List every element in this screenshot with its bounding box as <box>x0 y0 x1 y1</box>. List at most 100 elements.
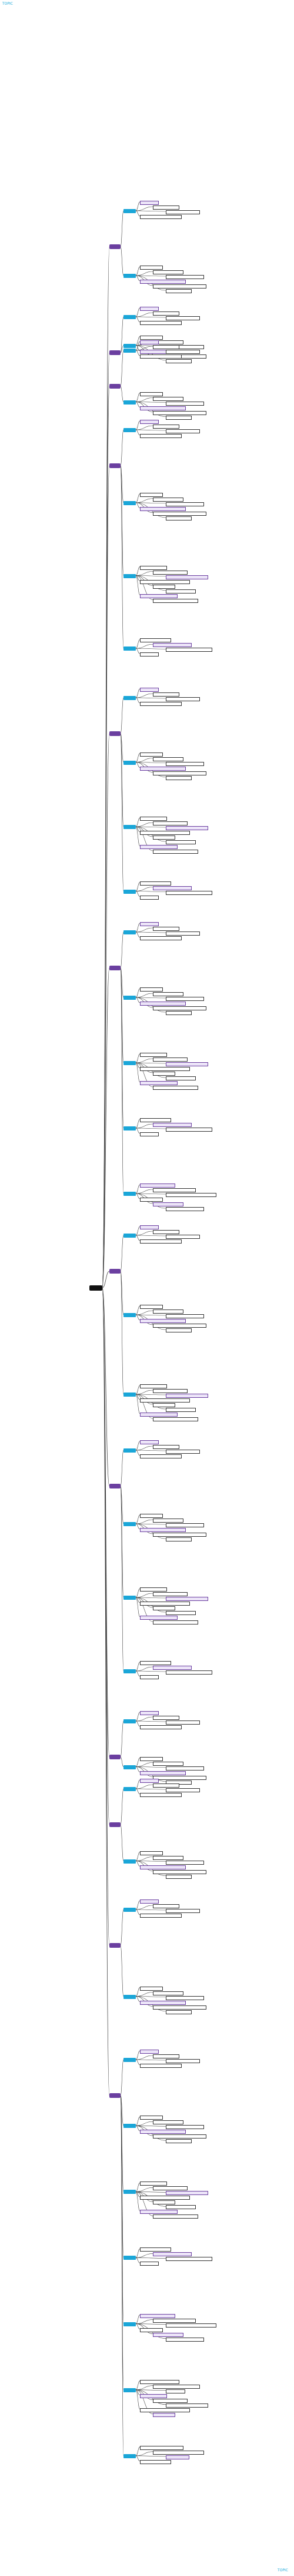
branch-node[interactable] <box>109 463 121 468</box>
leaf-node[interactable] <box>140 201 159 205</box>
leaf-node[interactable] <box>140 895 159 900</box>
leaf-node[interactable] <box>140 1661 171 1665</box>
leaf-node[interactable] <box>140 1865 186 1869</box>
leaf-node[interactable] <box>153 1519 183 1523</box>
subtopic-node[interactable] <box>123 1192 136 1196</box>
subtopic-node[interactable] <box>123 1719 136 1723</box>
leaf-node[interactable] <box>166 1995 204 2000</box>
leaf-node[interactable] <box>140 2459 171 2464</box>
leaf-node[interactable] <box>166 1207 204 1211</box>
leaf-node[interactable] <box>140 420 159 424</box>
leaf-node[interactable] <box>153 821 188 825</box>
leaf-node[interactable] <box>140 1602 190 1606</box>
subtopic-node[interactable] <box>123 2322 136 2326</box>
leaf-node[interactable] <box>140 1899 159 1904</box>
subtopic-node[interactable] <box>123 400 136 405</box>
leaf-node[interactable] <box>166 2125 204 2130</box>
leaf-node[interactable] <box>166 997 204 1001</box>
leaf-node[interactable] <box>166 2191 208 2196</box>
leaf-node[interactable] <box>153 1417 198 1421</box>
leaf-node[interactable] <box>140 766 186 771</box>
leaf-node[interactable] <box>140 652 159 657</box>
leaf-node[interactable] <box>140 1756 163 1761</box>
leaf-node[interactable] <box>166 1450 200 1454</box>
leaf-node[interactable] <box>140 1239 182 1244</box>
subtopic-node[interactable] <box>123 1908 136 1912</box>
leaf-node[interactable] <box>166 2059 200 2063</box>
leaf-node[interactable] <box>166 1328 192 1332</box>
subtopic-node[interactable] <box>123 315 136 319</box>
leaf-node[interactable] <box>166 931 200 936</box>
subtopic-node[interactable] <box>123 500 136 505</box>
leaf-node[interactable] <box>153 1403 175 1407</box>
leaf-node[interactable] <box>140 1914 182 1918</box>
leaf-node[interactable] <box>140 1771 186 1775</box>
leaf-node[interactable] <box>153 396 183 401</box>
leaf-node[interactable] <box>140 2393 167 2398</box>
branch-node[interactable] <box>109 1269 121 1274</box>
leaf-node[interactable] <box>153 850 198 854</box>
leaf-node[interactable] <box>153 270 183 274</box>
leaf-node[interactable] <box>166 1597 208 1601</box>
leaf-node[interactable] <box>153 1006 206 1010</box>
leaf-node[interactable] <box>140 1002 186 1006</box>
leaf-node[interactable] <box>153 992 183 996</box>
leaf-node[interactable] <box>166 1860 204 1865</box>
subtopic-node[interactable] <box>123 760 136 765</box>
leaf-node[interactable] <box>153 1606 175 1610</box>
subtopic-node[interactable] <box>123 1234 136 1238</box>
leaf-node[interactable] <box>153 2252 192 2257</box>
leaf-node[interactable] <box>153 2384 200 2389</box>
leaf-node[interactable] <box>166 1788 200 1792</box>
leaf-node[interactable] <box>140 1793 182 1797</box>
leaf-node[interactable] <box>166 350 200 354</box>
leaf-node[interactable] <box>140 936 182 940</box>
leaf-node[interactable] <box>140 280 186 284</box>
leaf-node[interactable] <box>140 565 167 570</box>
leaf-node[interactable] <box>153 205 179 210</box>
subtopic-node[interactable] <box>123 1448 136 1453</box>
leaf-node[interactable] <box>166 775 192 780</box>
leaf-node[interactable] <box>153 1324 206 1328</box>
leaf-node[interactable] <box>140 1081 178 1085</box>
subtopic-node[interactable] <box>123 428 136 432</box>
leaf-node[interactable] <box>166 1874 192 1879</box>
branch-node[interactable] <box>109 384 121 389</box>
leaf-node[interactable] <box>140 1616 178 1620</box>
leaf-node[interactable] <box>140 688 159 692</box>
leaf-node[interactable] <box>140 321 182 325</box>
leaf-node[interactable] <box>166 575 208 579</box>
leaf-node[interactable] <box>153 570 188 575</box>
leaf-node[interactable] <box>140 1132 159 1136</box>
leaf-node[interactable] <box>153 886 192 890</box>
leaf-node[interactable] <box>140 1398 190 1403</box>
leaf-node[interactable] <box>166 1408 196 1412</box>
leaf-node[interactable] <box>166 2139 192 2144</box>
subtopic-node[interactable] <box>123 1765 136 1769</box>
leaf-node[interactable] <box>140 831 190 835</box>
leaf-node[interactable] <box>153 2120 183 2125</box>
leaf-node[interactable] <box>166 1128 212 1132</box>
leaf-node[interactable] <box>166 1235 200 1239</box>
leaf-node[interactable] <box>153 757 183 761</box>
leaf-node[interactable] <box>166 1720 200 1725</box>
leaf-node[interactable] <box>153 1592 188 1596</box>
leaf-node[interactable] <box>140 1067 190 1071</box>
leaf-node[interactable] <box>153 836 175 840</box>
branch-node[interactable] <box>109 244 121 249</box>
leaf-node[interactable] <box>166 359 192 363</box>
subtopic-node[interactable] <box>123 573 136 578</box>
leaf-node[interactable] <box>153 1783 179 1788</box>
leaf-node[interactable] <box>153 345 179 349</box>
leaf-node[interactable] <box>166 1193 216 1197</box>
subtopic-node[interactable] <box>123 209 136 213</box>
leaf-node[interactable] <box>153 425 179 429</box>
leaf-node[interactable] <box>166 2205 196 2210</box>
leaf-node[interactable] <box>140 434 182 438</box>
leaf-node[interactable] <box>140 335 163 340</box>
leaf-node[interactable] <box>166 2337 204 2342</box>
leaf-node[interactable] <box>140 1053 167 1057</box>
leaf-node[interactable] <box>153 1869 206 1874</box>
leaf-node[interactable] <box>166 2455 189 2459</box>
leaf-node[interactable] <box>166 1062 208 1066</box>
